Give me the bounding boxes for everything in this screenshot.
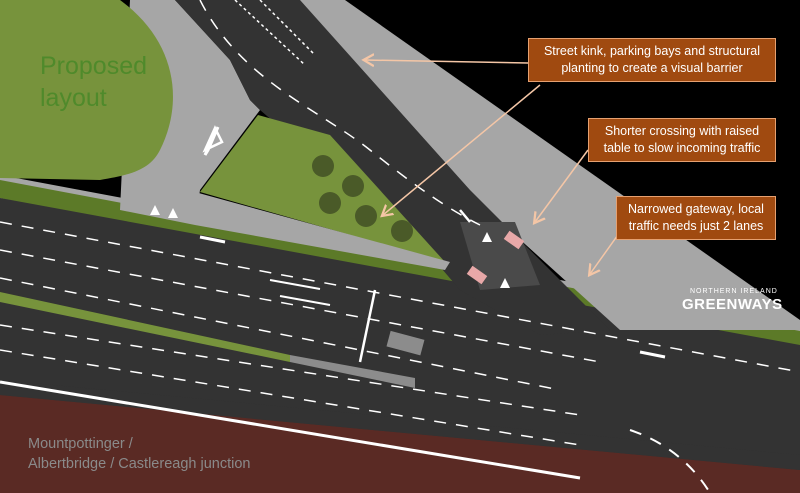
location-caption: Mountpottinger / Albertbridge / Castlere… <box>28 434 250 474</box>
southern-pavement <box>0 395 800 493</box>
southern-road-edge <box>0 380 800 470</box>
give-way-triangle-shape <box>202 125 224 153</box>
median-grass <box>0 292 290 362</box>
planting-area-east <box>200 115 445 262</box>
callout-narrowed-gateway-line1: Narrowed gateway, local <box>628 202 764 216</box>
location-caption-line1: Mountpottinger / <box>28 436 133 452</box>
callout-shorter-crossing-line2: table to slow incoming traffic <box>603 141 761 155</box>
tactile-paving-east <box>503 230 525 250</box>
proposed-layout-title: Proposed layout <box>40 50 147 114</box>
callout-street-kink-line2: planting to create a visual barrier <box>561 61 743 75</box>
crossing-chevrons <box>150 205 510 288</box>
planting-pavement <box>195 192 450 270</box>
callout-narrowed-gateway-line2: traffic needs just 2 lanes <box>628 219 764 233</box>
callout-narrowed-gateway: Narrowed gateway, local traffic needs ju… <box>616 196 776 240</box>
planting-area-west <box>0 0 173 180</box>
parking-bay <box>386 330 425 356</box>
callout-arrows <box>365 60 626 274</box>
tactile-paving-west <box>466 265 488 285</box>
greenways-logo: GREENWAYS <box>682 296 783 313</box>
location-caption-line2: Albertbridge / Castlereagh junction <box>28 456 251 472</box>
median-island <box>290 355 415 388</box>
proposed-layout-line1: Proposed <box>40 52 148 80</box>
callout-street-kink-line1: Street kink, parking bays and structural <box>543 44 761 58</box>
give-way-triangle <box>203 126 220 156</box>
callout-street-kink: Street kink, parking bays and structural… <box>528 38 776 82</box>
callout-shorter-crossing-line1: Shorter crossing with raised <box>604 124 760 138</box>
callout-shorter-crossing: Shorter crossing with raised table to sl… <box>588 118 776 162</box>
proposed-layout-line2: layout <box>40 84 107 112</box>
side-street-pavement-east <box>255 0 800 330</box>
trees <box>312 155 413 242</box>
greenways-logo-subtitle: NORTHERN IRELAND <box>690 288 778 295</box>
